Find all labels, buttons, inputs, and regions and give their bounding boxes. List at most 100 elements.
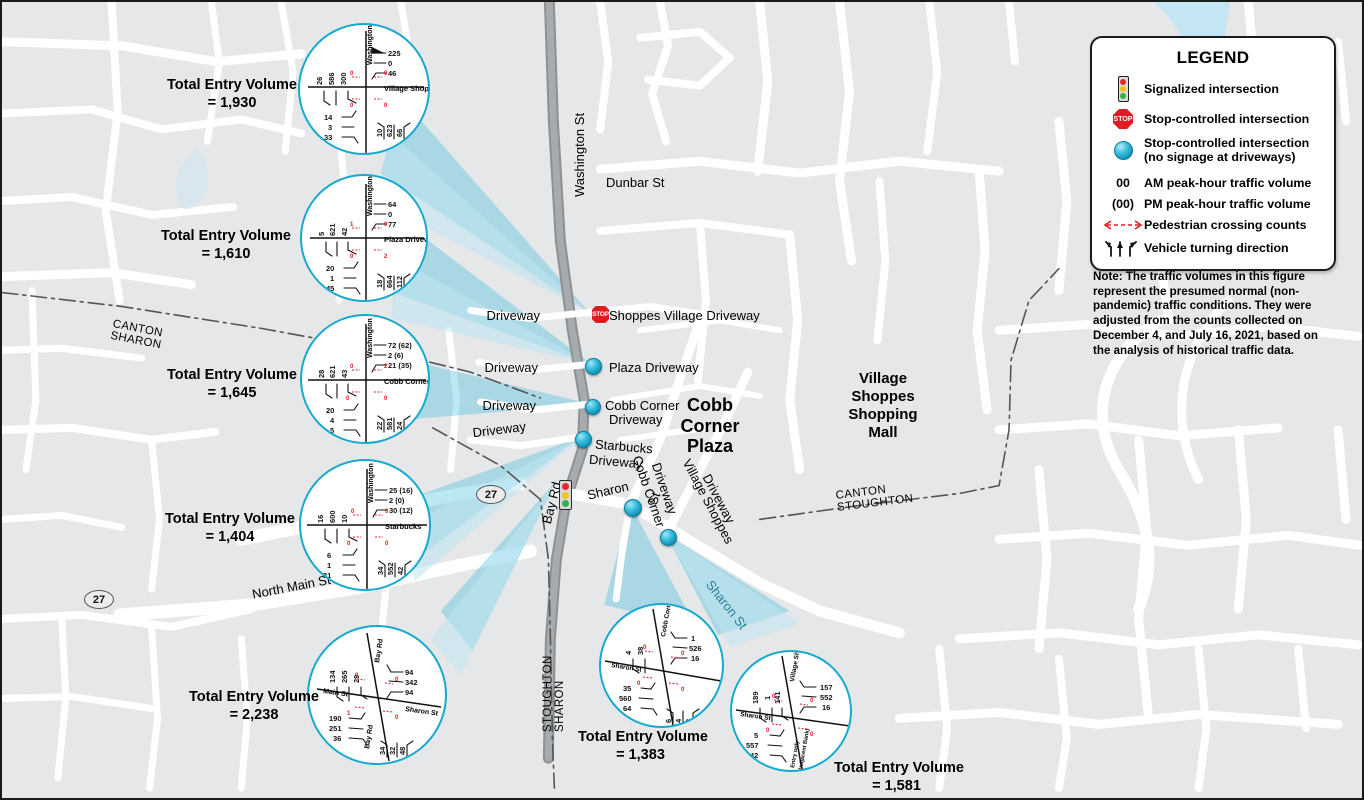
svg-text:0: 0 [355, 673, 359, 679]
legend-panel: LEGEND Signalized intersection STOP Stop… [1090, 36, 1336, 272]
vol-nb-thru: 0 [388, 59, 392, 68]
marker-starbucks-driveway-icon[interactable] [575, 431, 592, 448]
svg-text:5: 5 [754, 731, 758, 740]
svg-text:Entry only: Entry only [790, 739, 801, 768]
total-entry-volume-sharon-village-shoppes: Total Entry Volume = 1,581 [834, 759, 964, 795]
legend-title: LEGEND [1176, 48, 1250, 67]
svg-text:29: 29 [352, 675, 361, 683]
svg-text:34: 34 [376, 566, 385, 575]
svg-text:557: 557 [746, 741, 759, 750]
tev-value-2: = 1,610 [201, 246, 251, 263]
marker-plaza-driveway-icon[interactable] [585, 358, 602, 375]
svg-text:4: 4 [624, 650, 633, 655]
svg-text:0: 0 [388, 210, 392, 219]
svg-text:64: 64 [388, 200, 397, 209]
legend-row-pedestrian: Pedestrian crossing counts [1102, 218, 1324, 232]
svg-text:34: 34 [378, 746, 387, 755]
svg-text:Washington St: Washington St [367, 316, 374, 358]
tev-value-3: = 1,645 [207, 385, 257, 402]
svg-text:0: 0 [346, 396, 350, 402]
vol-sb-thru: 586 [327, 72, 336, 85]
svg-text:Cobb Corner: Cobb Corner [384, 377, 430, 386]
legend-row-stop-controlled: STOP Stop-controlled intersection [1102, 109, 1324, 129]
svg-text:157: 157 [820, 683, 833, 692]
svg-text:Village Shoppes: Village Shoppes [384, 84, 430, 93]
total-entry-volume-sharon-cobb-corner: Total Entry Volume = 1,383 [578, 728, 708, 764]
svg-text:0: 0 [395, 677, 399, 683]
svg-text:Plaza Driveway: Plaza Driveway [384, 235, 428, 244]
marker-sharon-village-shoppes-icon[interactable] [660, 529, 677, 546]
legend-label-turning: Vehicle turning direction [1144, 241, 1289, 256]
svg-text:72 (62): 72 (62) [388, 341, 412, 350]
svg-text:43: 43 [340, 370, 349, 378]
legend-label-pm-volume: PM peak-hour traffic volume [1144, 196, 1311, 211]
total-entry-volume-main-bay-sharon: Total Entry Volume = 2,238 [184, 688, 324, 724]
pm-volume-code: (00) [1111, 196, 1135, 211]
legend-label-am-volume: AM peak-hour traffic volume [1144, 175, 1312, 190]
svg-text:265: 265 [340, 670, 349, 683]
svg-text:38: 38 [636, 647, 645, 655]
tev-value-7: = 1,581 [872, 778, 921, 795]
svg-text:621: 621 [328, 223, 337, 236]
marker-shoppes-village-driveway-stop-icon[interactable]: STOP [591, 305, 610, 324]
svg-text:1: 1 [347, 711, 351, 717]
am-volume-code: 00 [1116, 175, 1130, 190]
svg-text:Bay Rd: Bay Rd [364, 724, 375, 749]
total-entry-volume-village-shoppes: Total Entry Volume = 1,930 [162, 76, 302, 112]
svg-text:1: 1 [763, 696, 772, 700]
svg-text:0: 0 [772, 694, 776, 700]
tev-label-5: Total Entry Volume [189, 689, 319, 705]
tev-label-1: Total Entry Volume [167, 77, 297, 93]
svg-text:35: 35 [623, 684, 631, 693]
svg-text:Sharon St: Sharon St [405, 706, 439, 718]
svg-text:Sharon St: Sharon St [611, 662, 643, 674]
legend-row-turning: Vehicle turning direction [1102, 239, 1324, 258]
tev-value-5: = 2,238 [229, 707, 279, 724]
blue-dot-icon [1102, 140, 1144, 160]
svg-text:45: 45 [326, 284, 334, 293]
svg-text:Sharon St: Sharon St [740, 711, 772, 722]
svg-text:18: 18 [375, 280, 384, 288]
svg-text:Starbucks: Starbucks [385, 522, 421, 531]
svg-text:1: 1 [350, 222, 354, 228]
svg-text:42: 42 [750, 751, 758, 760]
svg-text:0: 0 [384, 396, 388, 402]
legend-row-signalized: Signalized intersection [1102, 76, 1324, 102]
svg-text:0: 0 [384, 103, 388, 109]
svg-text:0: 0 [350, 71, 354, 77]
svg-text:16: 16 [691, 654, 699, 663]
svg-text:600: 600 [328, 510, 337, 523]
vol-eb-thru: 623 [385, 124, 394, 137]
svg-text:4: 4 [330, 416, 335, 425]
tev-label-4: Total Entry Volume [165, 511, 295, 527]
svg-text:4: 4 [674, 718, 683, 723]
tev-label-6: Total Entry Volume [578, 729, 708, 745]
svg-text:134: 134 [328, 670, 337, 683]
svg-text:Washington St: Washington St [368, 461, 375, 503]
svg-text:0: 0 [643, 645, 647, 651]
svg-text:1: 1 [327, 561, 331, 570]
svg-text:0: 0 [766, 728, 770, 734]
legend-label-signalized: Signalized intersection [1144, 81, 1279, 96]
pedestrian-arrow-icon [1102, 219, 1144, 231]
marker-cobb-corner-driveway-icon[interactable] [585, 399, 601, 415]
tev-value-4: = 1,404 [205, 529, 255, 546]
svg-text:20: 20 [326, 264, 334, 273]
legend-row-am-volume: 00 AM peak-hour traffic volume [1102, 176, 1324, 190]
svg-text:0: 0 [384, 71, 388, 77]
svg-text:0: 0 [350, 254, 354, 260]
svg-text:28: 28 [317, 370, 326, 378]
vol-wb-right: 33 [324, 133, 332, 142]
svg-text:77: 77 [388, 220, 396, 229]
svg-text:64: 64 [623, 704, 632, 713]
svg-text:2 (6): 2 (6) [388, 351, 404, 360]
svg-text:0: 0 [347, 541, 351, 547]
marker-sharon-cobb-corner-icon[interactable] [624, 499, 642, 517]
svg-text:0: 0 [385, 509, 389, 515]
svg-text:22: 22 [375, 422, 384, 430]
marker-bay-rd-signal-icon[interactable] [559, 480, 572, 510]
svg-text:Washington St: Washington St [367, 25, 374, 65]
turning-arrows-icon [1102, 239, 1144, 258]
